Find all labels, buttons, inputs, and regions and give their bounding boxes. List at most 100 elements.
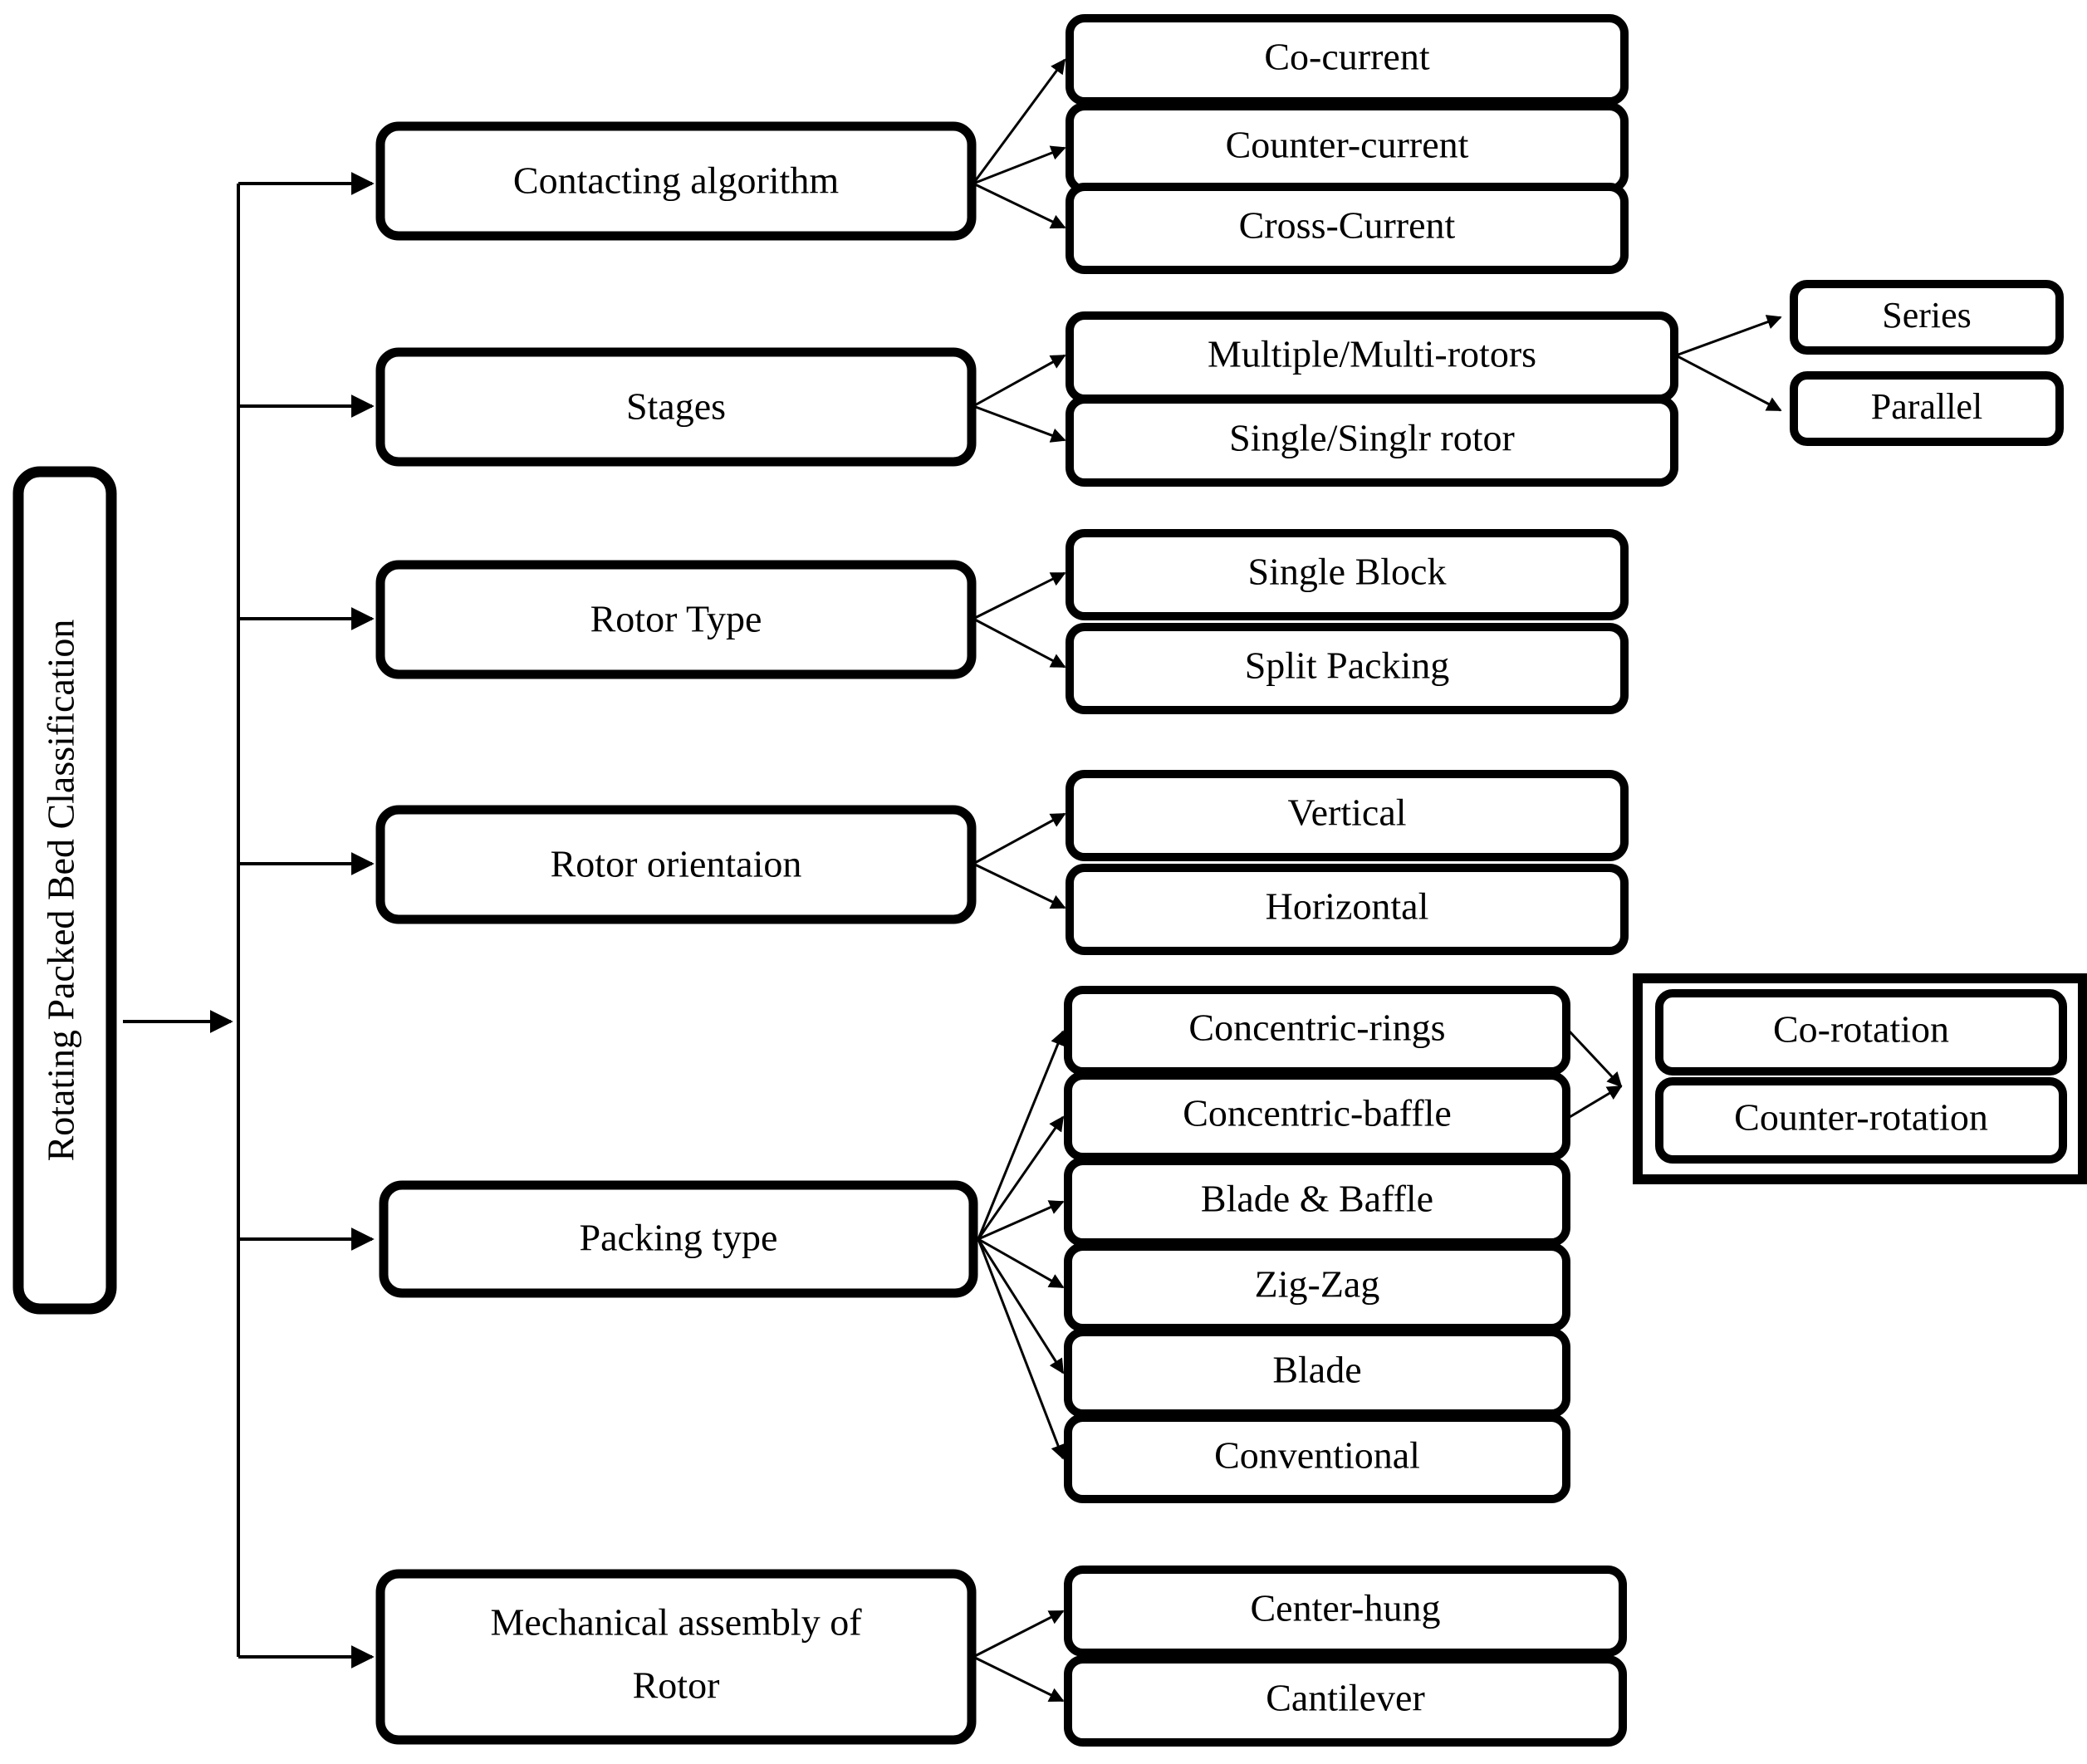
connectors xyxy=(123,58,1782,1703)
counter-current-label: Counter-current xyxy=(1226,124,1469,166)
rotor-type-label: Rotor Type xyxy=(590,598,762,640)
edge-multiple-series xyxy=(1675,315,1782,357)
single-block-label: Single Block xyxy=(1248,551,1447,593)
node-zig-zag[interactable]: Zig-Zag xyxy=(1064,1242,1570,1332)
edge-mech-cantilever xyxy=(972,1655,1065,1703)
edge-packing-concentric-rings xyxy=(977,1030,1066,1240)
node-conventional[interactable]: Conventional xyxy=(1064,1414,1570,1503)
stages-box[interactable] xyxy=(375,347,977,467)
node-contacting-algorithm[interactable]: Contacting algorithm xyxy=(375,121,977,241)
parallel-box[interactable] xyxy=(1790,371,2064,446)
node-cross-current[interactable]: Cross-Current xyxy=(1066,183,1629,274)
node-co-rotation[interactable]: Co-rotation xyxy=(1655,989,2067,1076)
edge-multiple-parallel xyxy=(1675,354,1782,412)
horizontal-box[interactable] xyxy=(1066,864,1629,955)
zig-zag-label: Zig-Zag xyxy=(1255,1263,1380,1306)
cantilever-box[interactable] xyxy=(1064,1655,1627,1747)
node-horizontal[interactable]: Horizontal xyxy=(1066,864,1629,955)
counter-rotation-label: Counter-rotation xyxy=(1734,1096,1988,1139)
single-rotor-box[interactable] xyxy=(1066,395,1678,487)
co-rotation-label: Co-rotation xyxy=(1773,1008,1949,1051)
edge-orientation-horizontal xyxy=(972,862,1066,909)
conventional-box[interactable] xyxy=(1064,1414,1570,1503)
edge-packing-blade xyxy=(977,1238,1065,1374)
center-hung-label: Center-hung xyxy=(1250,1587,1440,1629)
node-mechanical-assembly[interactable]: Mechanical assembly of Rotor xyxy=(375,1569,977,1745)
co-rotation-box[interactable] xyxy=(1655,989,2067,1076)
edge-packing-conventional xyxy=(977,1238,1066,1460)
node-parallel[interactable]: Parallel xyxy=(1790,371,2064,446)
node-blade[interactable]: Blade xyxy=(1064,1328,1570,1418)
parallel-label: Parallel xyxy=(1871,386,1982,427)
node-center-hung[interactable]: Center-hung xyxy=(1064,1566,1627,1657)
mechanical-assembly-label-line1: Mechanical assembly of xyxy=(490,1601,862,1644)
split-packing-box[interactable] xyxy=(1066,623,1629,714)
vertical-box[interactable] xyxy=(1066,770,1629,861)
concentric-rings-label: Concentric-rings xyxy=(1188,1007,1445,1049)
rotor-orientation-label: Rotor orientaion xyxy=(551,843,802,885)
edge-stages-single xyxy=(972,404,1066,443)
conventional-label: Conventional xyxy=(1214,1434,1420,1477)
co-current-label: Co-current xyxy=(1264,36,1429,78)
contacting-algorithm-box[interactable] xyxy=(375,121,977,241)
node-co-current[interactable]: Co-current xyxy=(1066,14,1629,105)
multiple-multi-rotors-label: Multiple/Multi-rotors xyxy=(1208,333,1536,375)
edge-packing-concentric-baffle xyxy=(977,1115,1065,1240)
root-box[interactable] xyxy=(12,466,117,1315)
edge-contacting-crosscurrent xyxy=(972,182,1066,229)
blade-label: Blade xyxy=(1272,1349,1361,1391)
node-cantilever[interactable]: Cantilever xyxy=(1064,1655,1627,1747)
node-concentric-baffle[interactable]: Concentric-baffle xyxy=(1064,1071,1570,1161)
edge-mech-centerhung xyxy=(972,1610,1065,1659)
edge-baffle-to-rotation xyxy=(1569,1085,1623,1119)
node-blade-baffle[interactable]: Blade & Baffle xyxy=(1064,1157,1570,1247)
root-label: Rotating Packed Bed Classification xyxy=(40,620,82,1162)
cross-current-box[interactable] xyxy=(1066,183,1629,274)
stages-label: Stages xyxy=(626,385,726,428)
node-single-block[interactable]: Single Block xyxy=(1066,529,1629,620)
node-single-rotor[interactable]: Single/Singlr rotor xyxy=(1066,395,1678,487)
node-rotor-type[interactable]: Rotor Type xyxy=(375,560,977,679)
edge-contacting-countercurrent xyxy=(972,145,1066,185)
edge-rotortype-splitpacking xyxy=(972,617,1066,669)
edge-rings-to-rotation xyxy=(1568,1030,1623,1088)
concentric-baffle-label: Concentric-baffle xyxy=(1183,1092,1452,1134)
node-packing-type[interactable]: Packing type xyxy=(379,1180,978,1298)
edge-contacting-cocurrent xyxy=(972,58,1066,184)
edge-rotortype-singleblock xyxy=(972,571,1066,620)
edge-packing-blade-baffle xyxy=(977,1200,1065,1241)
rotation-group: Co-rotation Counter-rotation xyxy=(1633,973,2087,1184)
rotor-type-box[interactable] xyxy=(375,560,977,679)
node-vertical[interactable]: Vertical xyxy=(1066,770,1629,861)
node-concentric-rings[interactable]: Concentric-rings xyxy=(1064,986,1570,1076)
node-counter-current[interactable]: Counter-current xyxy=(1066,102,1629,194)
co-current-box[interactable] xyxy=(1066,14,1629,105)
counter-rotation-box[interactable] xyxy=(1655,1077,2067,1164)
single-rotor-label: Single/Singlr rotor xyxy=(1229,417,1515,459)
node-multiple-multi-rotors[interactable]: Multiple/Multi-rotors xyxy=(1066,311,1678,403)
single-block-box[interactable] xyxy=(1066,529,1629,620)
series-box[interactable] xyxy=(1790,280,2064,355)
mechanical-assembly-box[interactable] xyxy=(375,1569,977,1745)
vertical-label: Vertical xyxy=(1287,791,1406,834)
node-rotor-orientation[interactable]: Rotor orientaion xyxy=(375,805,977,924)
mechanical-assembly-label-line2: Rotor xyxy=(633,1664,720,1707)
node-split-packing[interactable]: Split Packing xyxy=(1066,623,1629,714)
edge-stages-multiple xyxy=(972,354,1066,408)
node-counter-rotation[interactable]: Counter-rotation xyxy=(1655,1077,2067,1164)
edge-orientation-vertical xyxy=(972,812,1066,865)
node-root[interactable]: Rotating Packed Bed Classification xyxy=(12,466,117,1315)
horizontal-label: Horizontal xyxy=(1266,885,1429,928)
blade-baffle-label: Blade & Baffle xyxy=(1201,1178,1433,1220)
rotor-orientation-box[interactable] xyxy=(375,805,977,924)
edge-packing-zigzag xyxy=(977,1237,1065,1289)
contacting-algorithm-label: Contacting algorithm xyxy=(513,159,839,202)
node-stages[interactable]: Stages xyxy=(375,347,977,467)
center-hung-box[interactable] xyxy=(1064,1566,1627,1657)
cross-current-label: Cross-Current xyxy=(1239,204,1456,247)
cantilever-label: Cantilever xyxy=(1266,1677,1425,1719)
packing-type-box[interactable] xyxy=(379,1180,978,1298)
node-series[interactable]: Series xyxy=(1790,280,2064,355)
